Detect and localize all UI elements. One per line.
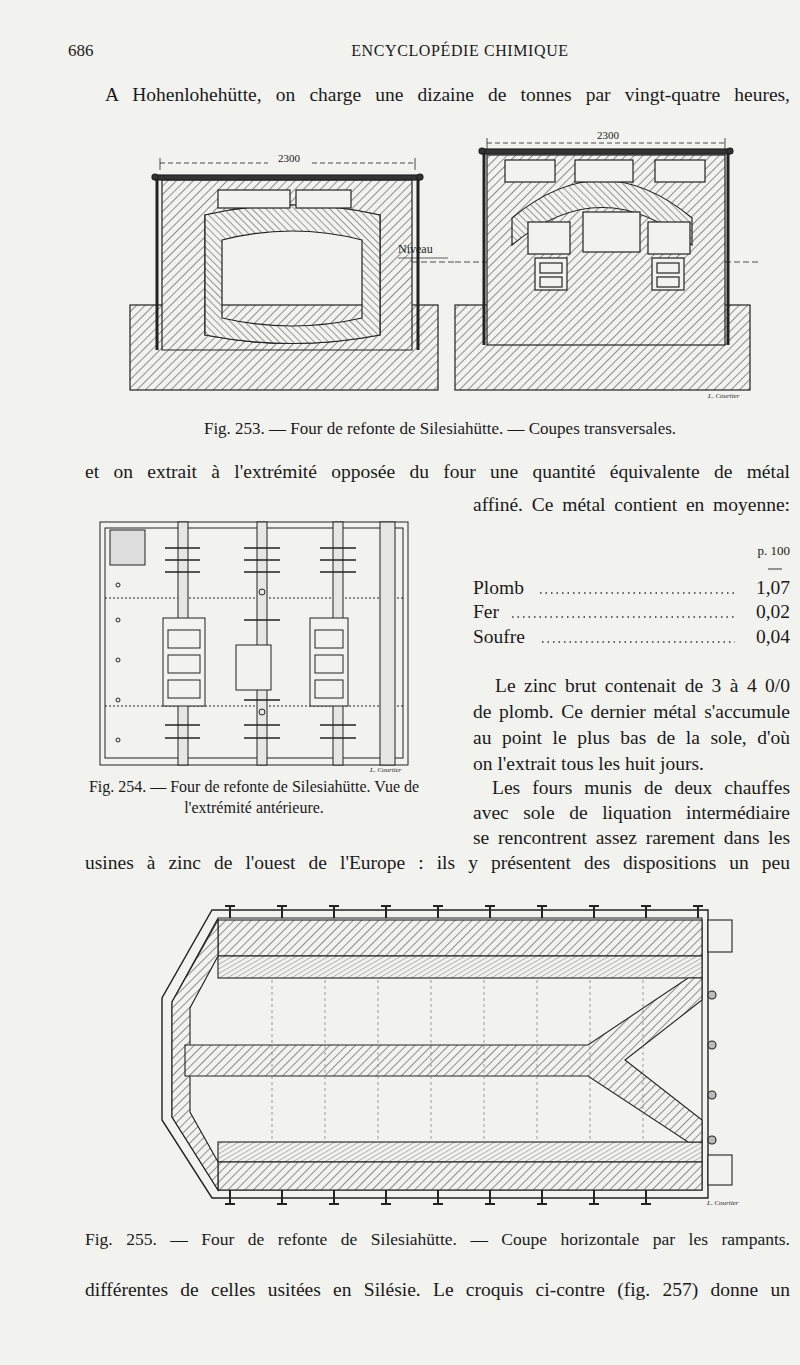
body-text-line: différentes de celles usitées en Silésie… (85, 1278, 790, 1301)
engraver-signature: L. Courtier (707, 1199, 752, 1207)
body-text-line: avec sole de liquation intermédiaire (473, 801, 790, 824)
dimension-label: 2300 (268, 152, 310, 165)
figure-caption: Fig. 253. — Four de refonte de Silesiahü… (120, 419, 760, 439)
figure-caption: Fig. 255. — Four de refonte de Silesiahü… (85, 1229, 790, 1250)
table-cell: Fer (473, 600, 543, 623)
cross-section-left (130, 158, 455, 390)
body-text-line: on l'extrait tous les huit jours. (473, 752, 790, 775)
body-text-line: A Hohenlohehütte, on charge une dizaine … (105, 83, 790, 106)
body-text-line: affiné. Ce métal contient en moyenne: (473, 493, 790, 516)
table-rule (768, 569, 782, 570)
body-text-line: Le zinc brut contenait de 3 à 4 0/0 (495, 674, 790, 697)
table-cell: 0,04 (730, 625, 790, 648)
table-cell: Soufre (473, 625, 543, 648)
table-header: p. 100 (735, 543, 790, 559)
cross-section-right (455, 138, 760, 390)
running-title: ENCYCLOPÉDIE CHIMIQUE (320, 41, 600, 60)
table-cell: Plomb (473, 576, 543, 599)
body-text-line: usines à zinc de l'ouest de l'Europe : i… (85, 851, 790, 874)
page-number: 686 (68, 41, 108, 61)
body-text-line: et on extrait à l'extrémité opposée du f… (85, 460, 790, 483)
level-label: Niveau (398, 242, 448, 256)
body-text-line: de plomb. Ce dernier métal s'accumule (473, 700, 790, 723)
figure-caption: Fig. 254. — Four de refonte de Silesiahü… (84, 777, 424, 819)
engraver-signature: L. Courtier (370, 766, 410, 774)
body-text-line: Les fours munis de deux chauffes (492, 776, 790, 799)
dot-leader (512, 593, 735, 642)
table-cell: 0,02 (730, 600, 790, 623)
body-text-line: au point le plus bas de la sole, d'où (473, 726, 790, 749)
horizontal-section (162, 906, 732, 1204)
engraver-signature: L. Courtier (708, 392, 753, 400)
front-view (100, 522, 408, 765)
table-cell: 1,07 (730, 576, 790, 599)
dimension-label: 2300 (587, 129, 629, 142)
body-text-line: se rencontrent assez rarement dans les (473, 826, 790, 849)
